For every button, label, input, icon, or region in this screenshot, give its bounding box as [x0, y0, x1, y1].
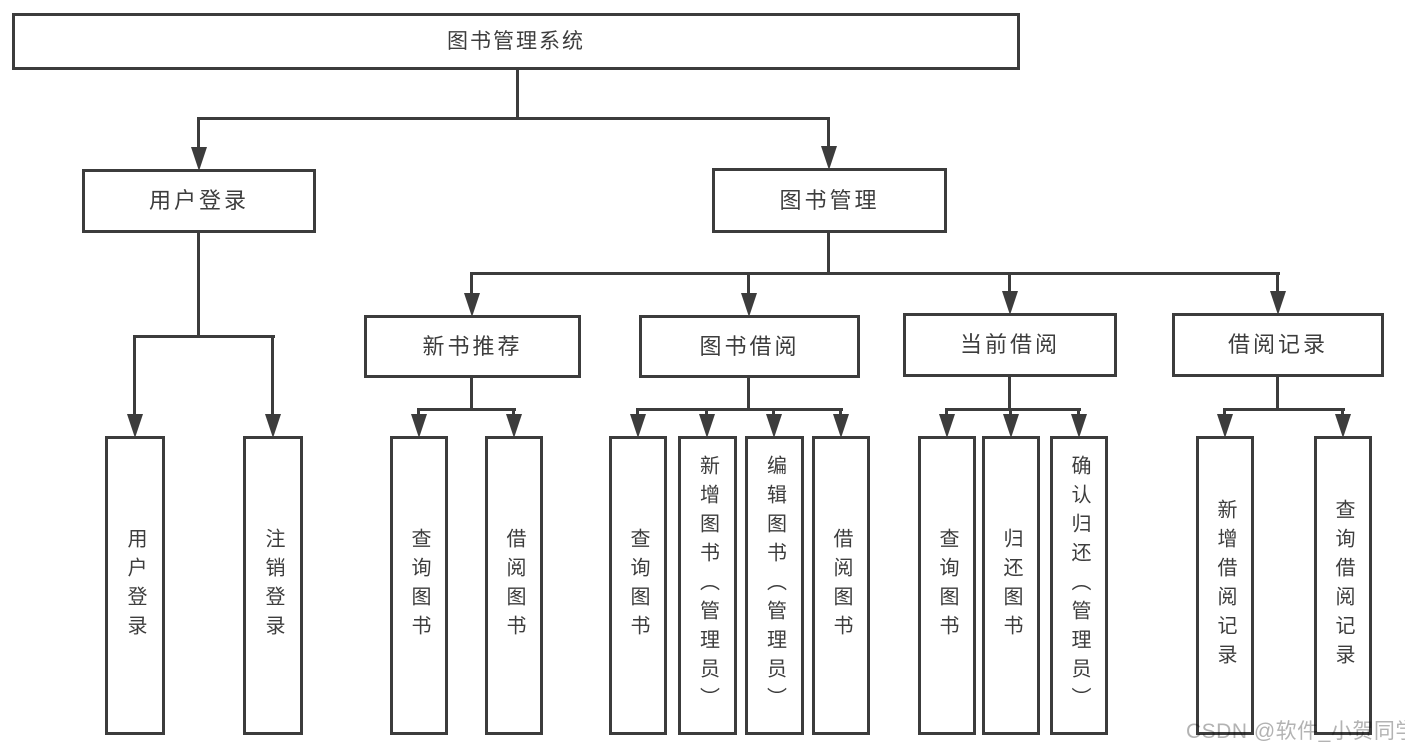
- leaf-borrow-query-label: 查询图书: [627, 527, 649, 644]
- arrow-to-current-borrow: [1002, 272, 1018, 315]
- node-book-manage-label: 图书管理: [779, 187, 880, 213]
- arrowhead-icon: [1071, 414, 1087, 438]
- arrowhead-icon: [1270, 291, 1286, 315]
- arrowhead-icon: [766, 414, 782, 438]
- arrowhead-icon: [1003, 414, 1019, 438]
- node-user-login-branch: 用户登录: [82, 169, 316, 233]
- arrow-to-leaf-newbook-query: [411, 408, 427, 438]
- arrowhead-icon: [506, 414, 522, 438]
- arrow-to-leaf-borrow-borrow: [833, 408, 849, 438]
- connector-newbook-bar: [417, 408, 516, 411]
- leaf-borrow-edit-label: 编辑图书（管理员）: [763, 455, 786, 716]
- node-new-book: 新书推荐: [364, 315, 581, 378]
- leaf-records-query: 查询借阅记录: [1314, 436, 1372, 735]
- arrow-to-borrow-records: [1270, 272, 1286, 315]
- arrow-to-leaf-borrow-add: [699, 408, 715, 438]
- leaf-user-login: 用户登录: [105, 436, 165, 735]
- arrow-to-user-login-branch: [191, 117, 207, 171]
- arrowhead-icon: [464, 293, 480, 317]
- arrow-to-leaf-current-confirm: [1071, 408, 1087, 438]
- node-book-borrow: 图书借阅: [639, 315, 860, 378]
- leaf-newbook-query: 查询图书: [390, 436, 448, 735]
- arrowhead-icon: [265, 414, 281, 438]
- arrow-to-leaf-logout: [265, 335, 281, 438]
- arrow-to-leaf-current-query: [939, 408, 955, 438]
- arrowhead-icon: [127, 414, 143, 438]
- leaf-current-return-label: 归还图书: [1000, 527, 1022, 644]
- node-root-label: 图书管理系统: [447, 30, 585, 53]
- arrowhead-icon: [939, 414, 955, 438]
- node-user-login-branch-label: 用户登录: [148, 188, 249, 213]
- connector-records-stub: [1276, 377, 1279, 410]
- arrow-to-leaf-newbook-borrow: [506, 408, 522, 438]
- connector-user-bar: [133, 335, 275, 338]
- leaf-borrow-borrow-label: 借阅图书: [830, 527, 852, 644]
- node-current-borrow-label: 当前借阅: [959, 332, 1060, 357]
- leaf-borrow-add-label: 新增图书（管理员）: [696, 455, 719, 716]
- connector-records-bar: [1223, 408, 1345, 411]
- csdn-watermark: CSDN @软件_小贺同学: [1186, 720, 1405, 743]
- leaf-newbook-borrow: 借阅图书: [485, 436, 543, 735]
- arrowhead-icon: [833, 414, 849, 438]
- leaf-records-add-label: 新增借阅记录: [1214, 498, 1236, 673]
- node-book-manage: 图书管理: [712, 168, 947, 233]
- node-borrow-records-label: 借阅记录: [1227, 332, 1328, 357]
- arrow-to-leaf-user-login: [127, 335, 143, 438]
- arrowhead-icon: [191, 147, 207, 171]
- arrow-to-book-manage: [821, 117, 837, 170]
- arrow-to-leaf-borrow-query: [630, 408, 646, 438]
- connector-manage-bar: [470, 272, 1280, 275]
- arrow-to-leaf-records-add: [1217, 408, 1233, 438]
- leaf-logout-label: 注销登录: [262, 527, 284, 644]
- arrowhead-icon: [821, 146, 837, 170]
- leaf-user-login-label: 用户登录: [124, 527, 146, 644]
- node-borrow-records: 借阅记录: [1172, 313, 1384, 377]
- connector-manage-stub: [827, 233, 830, 274]
- arrowhead-icon: [741, 293, 757, 317]
- arrowhead-icon: [1335, 414, 1351, 438]
- arrowhead-icon: [630, 414, 646, 438]
- connector-borrow-bar: [636, 408, 843, 411]
- connector-borrow-stub: [747, 378, 750, 410]
- leaf-borrow-add: 新增图书（管理员）: [678, 436, 737, 735]
- arrow-to-leaf-current-return: [1003, 408, 1019, 438]
- connector-current-stub: [1008, 377, 1011, 410]
- leaf-records-query-label: 查询借阅记录: [1332, 498, 1354, 673]
- arrow-to-new-book: [464, 272, 480, 317]
- leaf-newbook-query-label: 查询图书: [408, 527, 430, 644]
- leaf-logout: 注销登录: [243, 436, 303, 735]
- node-new-book-label: 新书推荐: [422, 333, 523, 359]
- arrowhead-icon: [1002, 291, 1018, 315]
- leaf-borrow-edit: 编辑图书（管理员）: [745, 436, 804, 735]
- leaf-records-add: 新增借阅记录: [1196, 436, 1254, 735]
- arrowhead-icon: [699, 414, 715, 438]
- node-current-borrow: 当前借阅: [903, 313, 1117, 377]
- arrow-to-leaf-borrow-edit: [766, 408, 782, 438]
- arrowhead-icon: [411, 414, 427, 438]
- leaf-newbook-borrow-label: 借阅图书: [503, 527, 525, 644]
- arrowhead-icon: [1217, 414, 1233, 438]
- connector-current-bar: [945, 408, 1081, 411]
- leaf-current-query: 查询图书: [918, 436, 976, 735]
- leaf-current-query-label: 查询图书: [936, 527, 958, 644]
- arrow-to-book-borrow: [741, 272, 757, 317]
- leaf-current-confirm-label: 确认归还（管理员）: [1068, 455, 1090, 716]
- leaf-borrow-query: 查询图书: [609, 436, 667, 735]
- connector-root-stub: [516, 70, 519, 118]
- node-root: 图书管理系统: [12, 13, 1020, 70]
- connector-root-bar: [197, 117, 830, 120]
- node-book-borrow-label: 图书借阅: [699, 333, 800, 359]
- connector-user-stub: [197, 233, 200, 337]
- leaf-current-return: 归还图书: [982, 436, 1040, 735]
- leaf-borrow-borrow: 借阅图书: [812, 436, 870, 735]
- leaf-current-confirm: 确认归还（管理员）: [1050, 436, 1108, 735]
- connector-newbook-stub: [470, 378, 473, 410]
- arrow-to-leaf-records-query: [1335, 408, 1351, 438]
